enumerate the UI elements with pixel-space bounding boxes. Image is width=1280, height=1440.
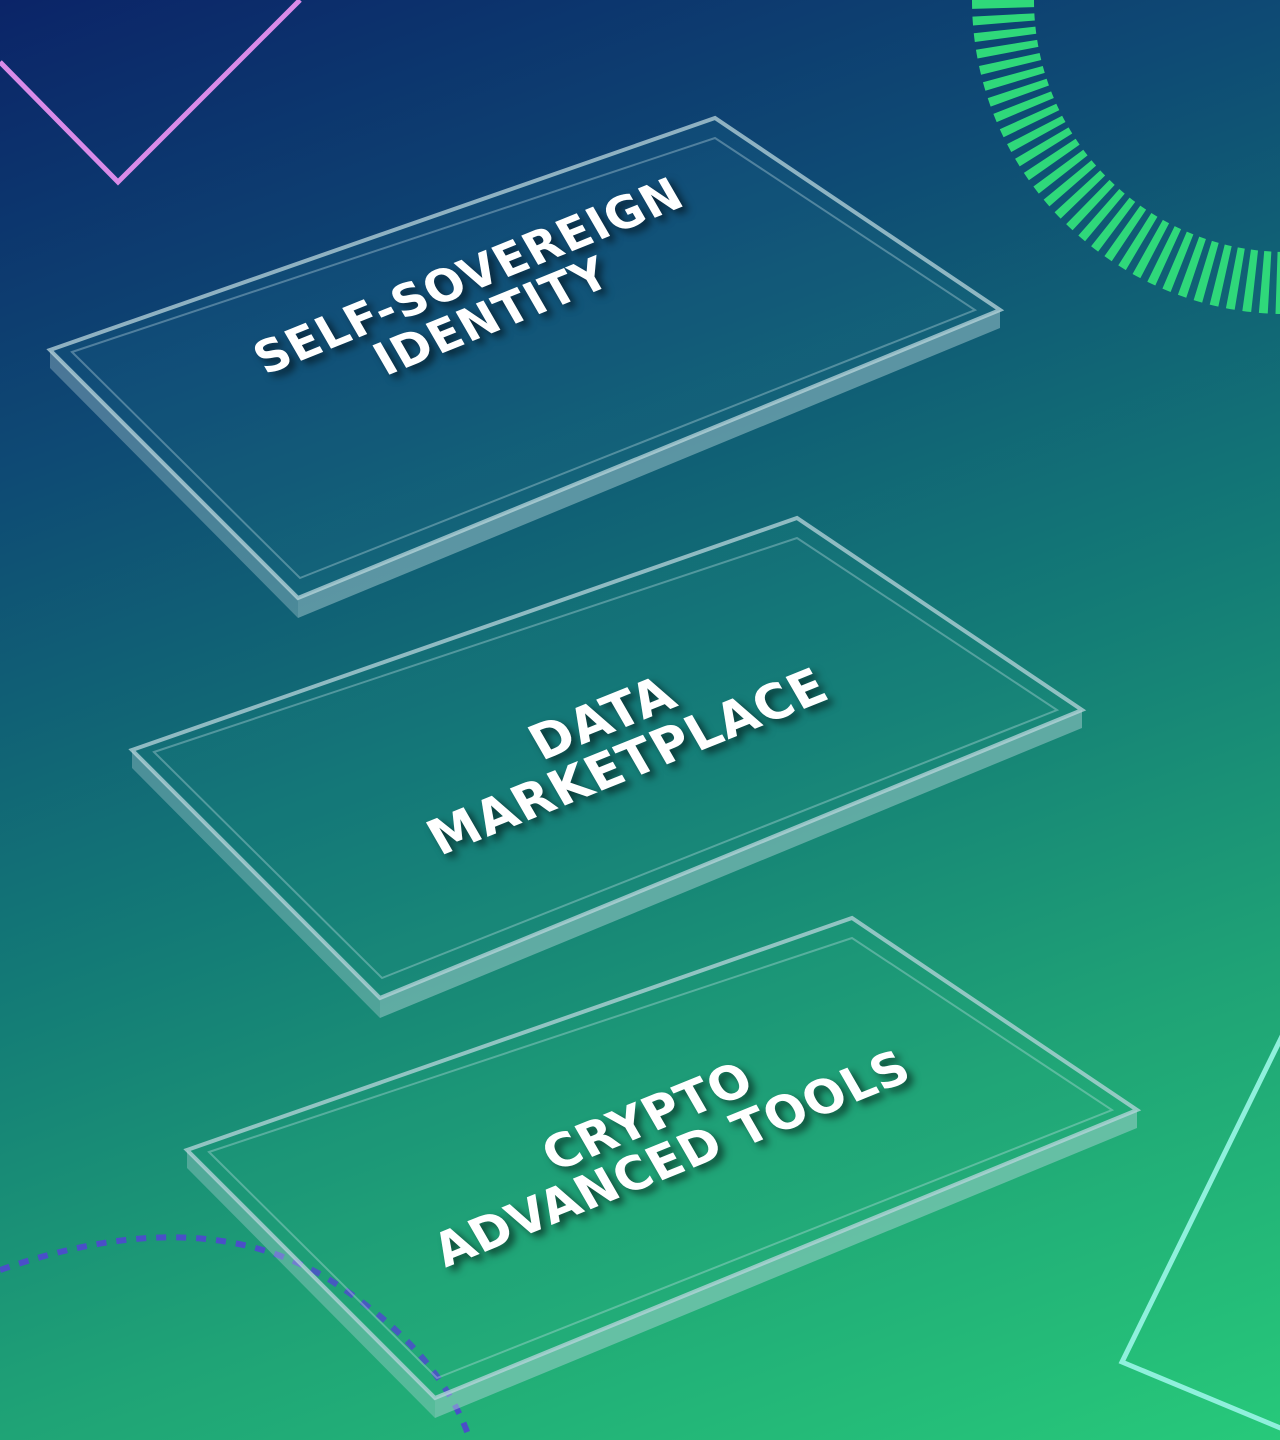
pink-chevron-decoration <box>0 0 302 186</box>
green-dashed-arc-decoration <box>972 0 1280 314</box>
cyan-outline-shape-decoration <box>1118 1034 1280 1431</box>
glass-slab-3 <box>183 915 1142 1418</box>
glass-slab-2 <box>128 515 1087 1018</box>
glass-slab-1 <box>46 115 1005 618</box>
blue-dotted-arc-decoration <box>0 1234 473 1440</box>
